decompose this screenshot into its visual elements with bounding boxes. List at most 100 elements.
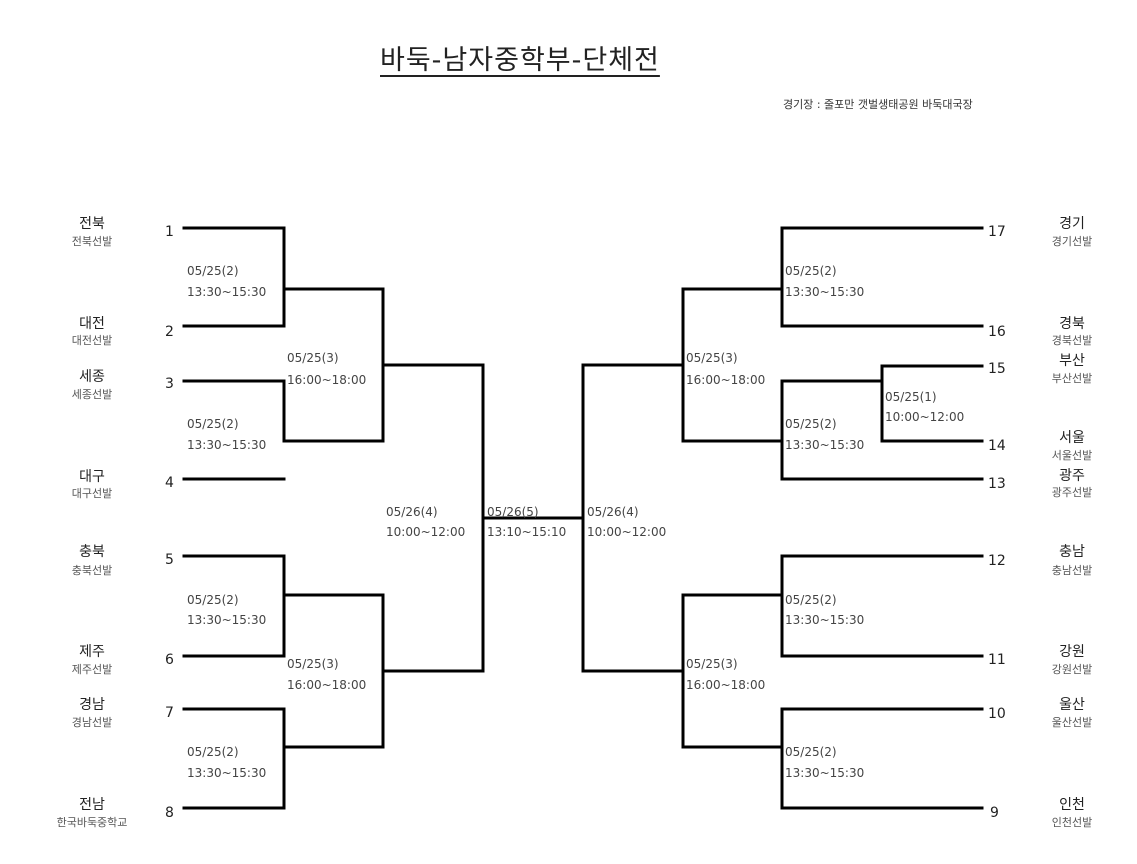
match-date: 05/25(3)	[287, 657, 339, 671]
entry-seed: 8	[165, 805, 174, 821]
match-date: 05/26(5)	[487, 505, 539, 519]
entry-2: 2 대전 대전선발	[72, 316, 174, 347]
entry-seed: 6	[165, 652, 174, 668]
match-l1a: 05/25(2) 13:30~15:30	[187, 264, 266, 299]
match-time: 16:00~18:00	[686, 678, 765, 692]
match-time: 10:00~12:00	[885, 410, 964, 424]
entry-3: 3 세종 세종선발	[72, 369, 174, 401]
entry-region: 부산	[1059, 353, 1085, 369]
page-title: 바둑-남자중학부-단체전	[380, 45, 660, 76]
entry-seed: 9	[990, 805, 999, 821]
entry-9: 9 인천 인천선발	[990, 797, 1092, 829]
match-l1d: 05/25(2) 13:30~15:30	[187, 745, 266, 780]
match-r1d: 05/25(2) 13:30~15:30	[785, 745, 864, 780]
entry-10: 10 울산 울산선발	[988, 697, 1092, 729]
entry-team: 경남선발	[72, 716, 112, 729]
entry-team: 부산선발	[1052, 372, 1092, 385]
entry-4: 4 대구 대구선발	[72, 469, 174, 500]
entry-seed: 1	[165, 224, 174, 240]
entry-region: 서울	[1059, 430, 1085, 446]
entry-team: 대전선발	[72, 334, 112, 347]
bracket-line-l1b	[182, 379, 385, 443]
entry-region: 대구	[79, 469, 105, 485]
entry-region: 전남	[79, 797, 105, 813]
match-time: 13:10~15:10	[487, 525, 566, 539]
bracket-line-r2b	[581, 593, 685, 749]
entry-region: 충북	[79, 544, 105, 560]
match-time: 16:00~18:00	[287, 678, 366, 692]
entry-seed: 7	[165, 705, 174, 721]
match-date: 05/25(3)	[287, 351, 339, 365]
entry-team: 광주선발	[1052, 486, 1092, 499]
entry-region: 인천	[1059, 797, 1085, 813]
entry-8: 8 전남 한국바둑중학교	[57, 797, 174, 829]
bracket-lines	[182, 226, 984, 810]
match-date: 05/25(2)	[187, 745, 239, 759]
entry-region: 전북	[79, 216, 105, 232]
entry-5: 5 충북 충북선발	[72, 544, 174, 577]
entry-seed: 14	[988, 438, 1006, 454]
bracket-line-l2a	[381, 287, 485, 443]
match-time: 16:00~18:00	[287, 373, 366, 387]
entry-6: 6 제주 제주선발	[72, 644, 174, 676]
entry-region: 광주	[1059, 468, 1085, 484]
entry-1: 1 전북 전북선발	[72, 216, 174, 248]
entry-seed: 4	[165, 475, 174, 491]
entry-region: 세종	[79, 369, 105, 385]
entry-region: 경남	[79, 697, 105, 713]
entry-12: 12 충남 충남선발	[988, 544, 1092, 577]
entry-15: 15 부산 부산선발	[988, 353, 1092, 385]
match-time: 13:30~15:30	[187, 438, 266, 452]
entry-13: 13 광주 광주선발	[988, 468, 1092, 499]
entry-region: 경북	[1059, 316, 1085, 332]
match-l1c: 05/25(2) 13:30~15:30	[187, 593, 266, 627]
match-date: 05/25(2)	[187, 417, 239, 431]
match-r2a: 05/25(3) 16:00~18:00	[686, 351, 765, 387]
match-time: 13:30~15:30	[187, 766, 266, 780]
match-r0: 05/25(1) 10:00~12:00	[885, 390, 964, 424]
bracket-line-l1c	[182, 554, 385, 658]
match-r1b: 05/25(2) 13:30~15:30	[785, 417, 864, 452]
entry-region: 제주	[79, 644, 105, 660]
entry-seed: 13	[988, 476, 1006, 492]
match-r1c: 05/25(2) 13:30~15:30	[785, 593, 864, 627]
match-time: 13:30~15:30	[785, 766, 864, 780]
entry-team: 대구선발	[72, 487, 112, 500]
match-date: 05/25(2)	[785, 745, 837, 759]
match-r3: 05/26(4) 10:00~12:00	[587, 505, 666, 539]
match-r1a: 05/25(2) 13:30~15:30	[785, 264, 864, 299]
entry-seed: 12	[988, 553, 1006, 569]
bracket-line-l1a	[182, 226, 385, 328]
entry-region: 충남	[1059, 544, 1085, 560]
entry-seed: 17	[988, 224, 1006, 240]
entry-team: 경기선발	[1052, 235, 1092, 248]
entry-16: 16 경북 경북선발	[988, 316, 1092, 347]
bracket-line-r1a	[681, 226, 984, 328]
match-date: 05/25(1)	[885, 390, 937, 404]
entry-team: 충남선발	[1052, 564, 1092, 577]
match-date: 05/25(2)	[785, 264, 837, 278]
venue-label: 경기장 : 줄포만 갯벌생태공원 바둑대국장	[783, 98, 973, 111]
match-date: 05/25(3)	[686, 351, 738, 365]
entry-team: 인천선발	[1052, 815, 1092, 829]
match-date: 05/25(2)	[187, 264, 239, 278]
entry-team: 제주선발	[72, 663, 112, 676]
entry-team: 세종선발	[72, 388, 112, 401]
match-final: 05/26(5) 13:10~15:10	[487, 505, 566, 539]
match-r2b: 05/25(3) 16:00~18:00	[686, 657, 765, 692]
entry-team: 울산선발	[1052, 716, 1092, 729]
entry-region: 강원	[1059, 644, 1085, 660]
match-date: 05/26(4)	[587, 505, 639, 519]
entry-seed: 5	[165, 552, 174, 568]
entry-seed: 11	[988, 652, 1006, 668]
entry-14: 14 서울 서울선발	[988, 430, 1092, 462]
entry-team: 강원선발	[1052, 663, 1092, 676]
bracket-line-r1c	[681, 554, 984, 658]
entry-7: 7 경남 경남선발	[72, 697, 174, 729]
bracket-line-r1b	[681, 379, 984, 481]
bracket-line-r0	[880, 364, 984, 443]
match-time: 13:30~15:30	[785, 613, 864, 627]
match-l3: 05/26(4) 10:00~12:00	[386, 505, 465, 539]
bracket-line-l1d	[182, 707, 385, 810]
